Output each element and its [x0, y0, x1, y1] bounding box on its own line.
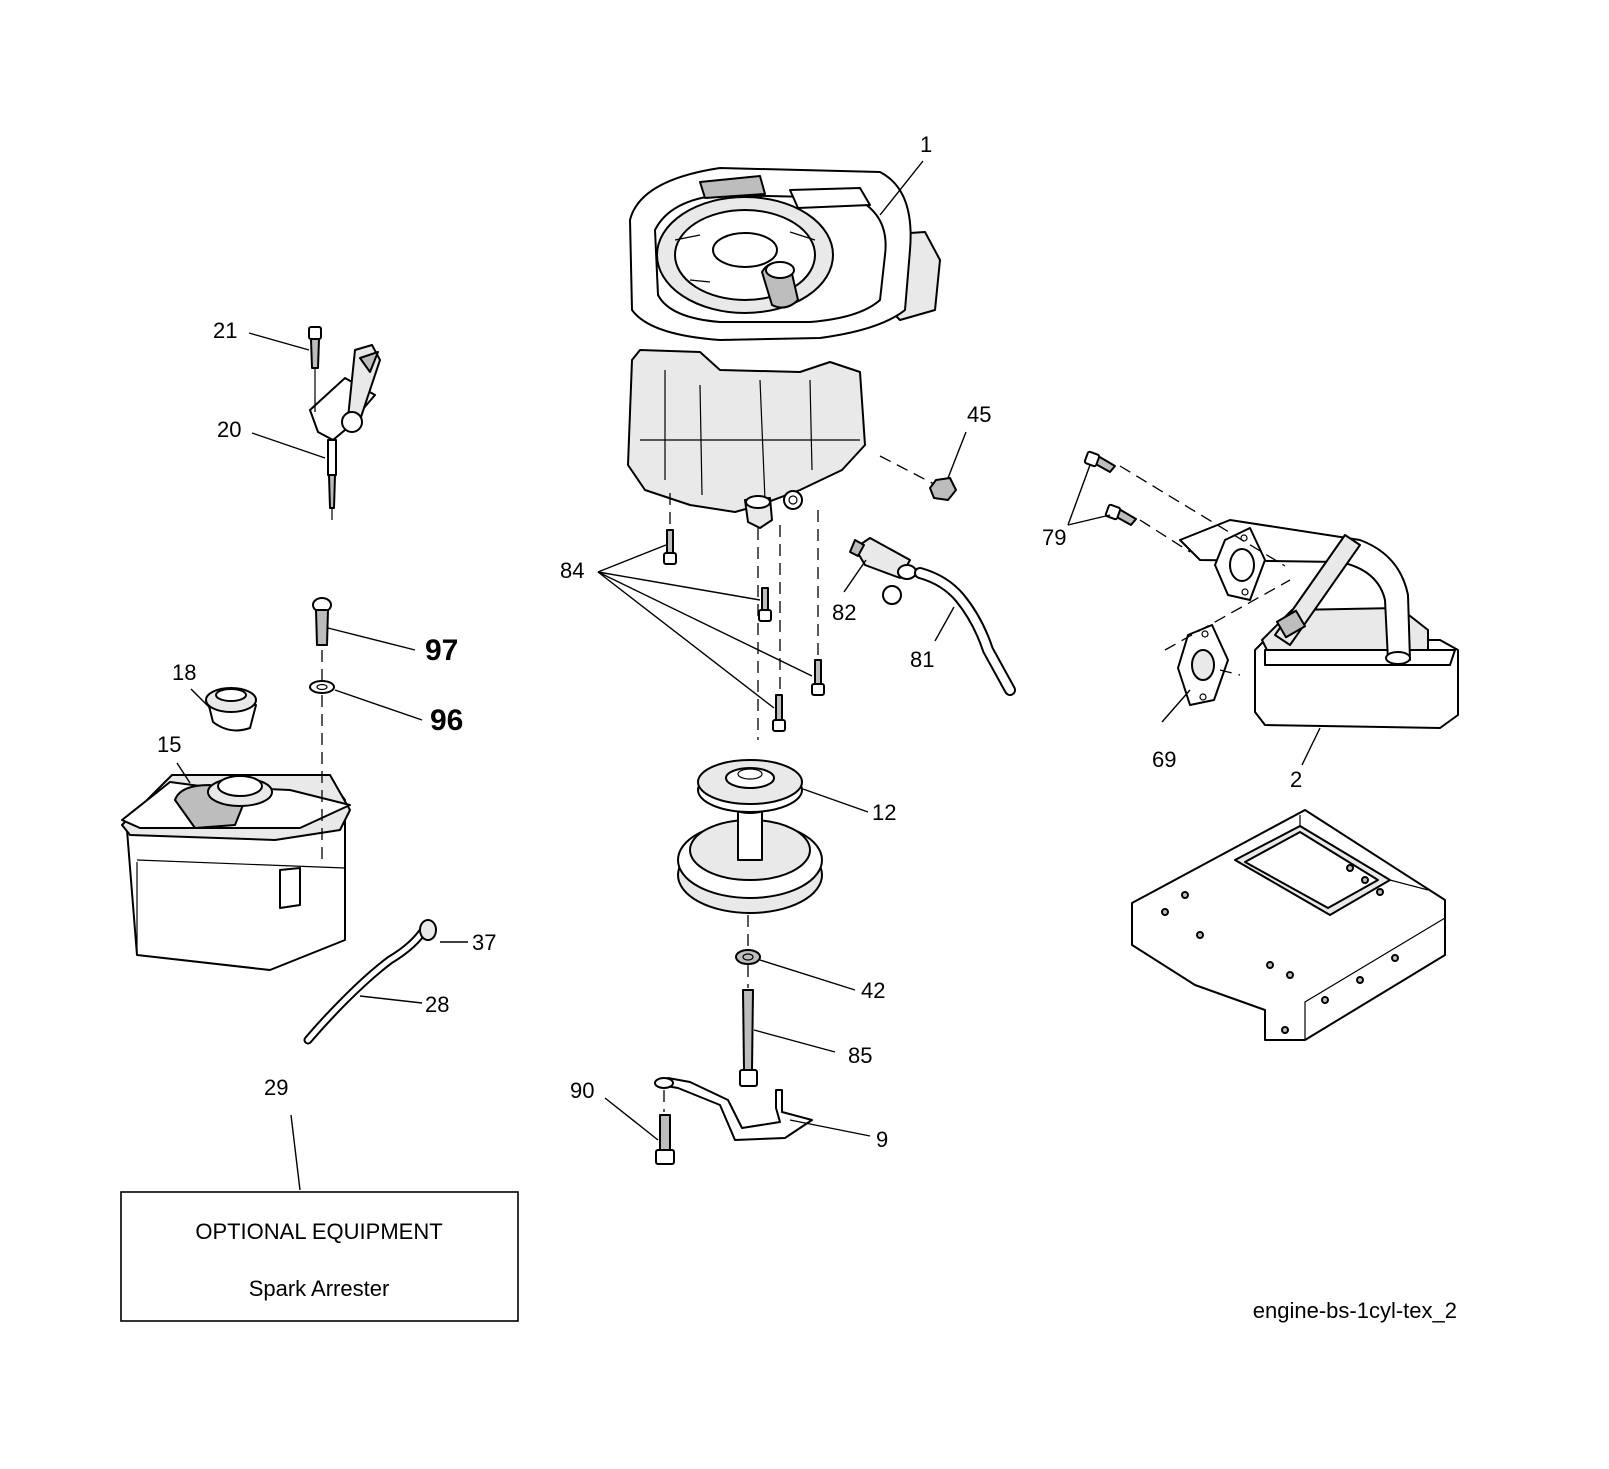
callout-12: 12	[872, 800, 896, 825]
callout-18: 18	[172, 660, 196, 685]
optional-equipment-heading: OPTIONAL EQUIPMENT	[195, 1219, 442, 1244]
callout-69: 69	[1152, 747, 1176, 772]
callout-29: 29	[264, 1075, 288, 1100]
callout-96: 96	[430, 704, 463, 737]
callout-82: 82	[832, 600, 856, 625]
engine-pulley	[677, 759, 823, 914]
engine-assembly	[627, 167, 941, 529]
callout-1: 1	[920, 132, 932, 157]
throttle-control	[308, 326, 381, 520]
exhaust-gasket	[1177, 624, 1229, 706]
callout-45: 45	[967, 402, 991, 427]
callout-79: 79	[1042, 525, 1066, 550]
callout-42: 42	[861, 978, 885, 1003]
assembly-lines	[314, 400, 1291, 1112]
muffler	[1179, 519, 1459, 729]
callout-9: 9	[876, 1127, 888, 1152]
engine-mount-screws	[663, 529, 825, 732]
callout-2: 2	[1290, 767, 1302, 792]
callout-15: 15	[157, 732, 181, 757]
fuel-tank	[121, 687, 351, 971]
callout-20: 20	[217, 417, 241, 442]
callout-numbers: 1 2 9 12 15 18 20 21 28 29 37 42 45 69 7…	[157, 132, 1302, 1152]
callout-90: 90	[570, 1078, 594, 1103]
nut	[929, 477, 957, 501]
pulley-washer-bolt	[735, 949, 761, 1087]
engine-mount-plate	[1131, 809, 1446, 1041]
callout-28: 28	[425, 992, 449, 1017]
belt-guide-bracket	[654, 1077, 813, 1165]
optional-equipment-item: Spark Arrester	[249, 1276, 390, 1301]
callout-85: 85	[848, 1043, 872, 1068]
fuel-line	[303, 919, 437, 1045]
callout-84: 84	[560, 558, 584, 583]
callout-37: 37	[472, 930, 496, 955]
leader-lines	[176, 160, 1321, 1191]
callout-81: 81	[910, 647, 934, 672]
callout-97: 97	[425, 634, 458, 667]
tank-screw-washer	[309, 597, 335, 694]
optional-equipment-box: OPTIONAL EQUIPMENT Spark Arrester	[120, 1191, 519, 1322]
fuel-filter-hose	[849, 537, 1016, 696]
callout-21: 21	[213, 318, 237, 343]
exhaust-bolts	[1083, 450, 1137, 526]
diagram-reference-code: engine-bs-1cyl-tex_2	[1253, 1298, 1457, 1323]
